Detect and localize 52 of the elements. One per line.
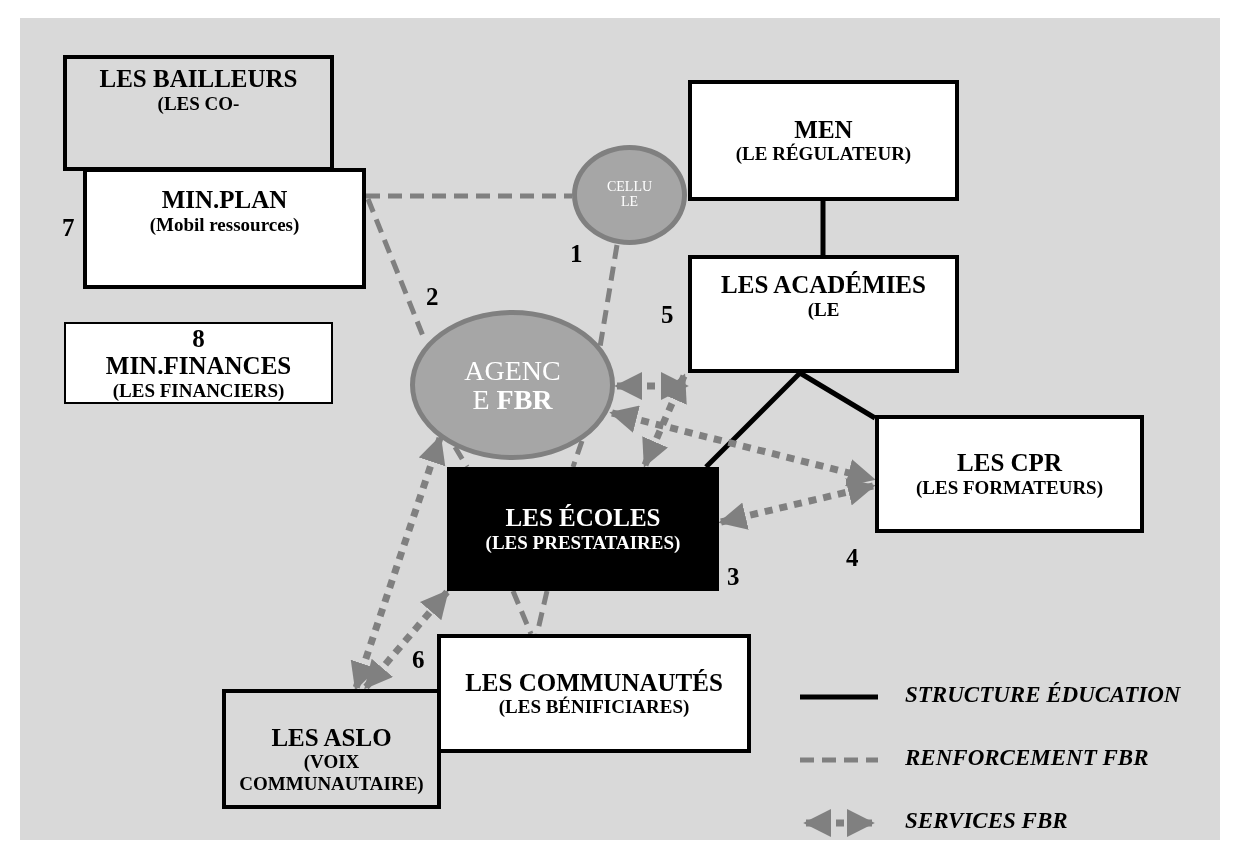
double-arrow — [718, 478, 876, 530]
connector-line — [366, 193, 572, 199]
school-box — [447, 467, 719, 591]
node-title: MEN — [794, 115, 853, 143]
regulator-box — [688, 80, 959, 201]
legend-label: SERVICES FBR — [905, 808, 1068, 834]
node-title: LES COMMUNAUTÉS — [465, 668, 723, 696]
node-title: 8 — [192, 324, 205, 353]
double-arrow — [641, 373, 688, 468]
callout-number: 6 — [412, 646, 425, 674]
callout-number: 7 — [62, 214, 75, 242]
double-arrow — [614, 372, 689, 400]
node-subtitle: (LES CO- — [157, 92, 240, 115]
funder-box — [63, 55, 334, 171]
node-subtitle: (VOIX COMMUNAUTAIRE) — [238, 751, 425, 795]
training-center-box — [875, 415, 1144, 533]
ministry-box — [64, 322, 333, 404]
node-title: AGENC E FBR — [463, 355, 562, 415]
node-title: LES CPR — [957, 449, 1062, 477]
callout-number: 2 — [426, 283, 439, 311]
callout-number: 4 — [846, 544, 859, 572]
callout-number: 5 — [661, 301, 674, 329]
node-title: MIN.PLAN — [161, 186, 288, 214]
node-subtitle: (Mobil ressources) — [149, 213, 300, 236]
connector-line — [820, 201, 826, 255]
connector-line — [570, 440, 585, 468]
association-box — [222, 689, 441, 809]
connector-line — [597, 244, 620, 348]
node-title: LES ASLO — [271, 723, 392, 752]
node-subtitle: (LES PRESTATAIRES) — [485, 531, 681, 554]
double-arrow — [363, 589, 450, 690]
node-subtitle: MIN.FINANCES — [105, 352, 292, 380]
callout-number: 1 — [570, 240, 583, 268]
legend-label: STRUCTURE ÉDUCATION — [905, 682, 1181, 708]
node-subtitle: (LES BÉNIFICIARES) — [498, 696, 690, 719]
academy-box — [688, 255, 959, 373]
node-subtitle: (LES FINANCIERS) — [112, 379, 285, 402]
node-title: LES ÉCOLES — [505, 504, 661, 532]
node-subtitle: (LES FORMATEURS) — [916, 476, 1103, 499]
connector-line — [510, 590, 534, 635]
ministry-box — [83, 168, 366, 289]
node-title: LES ACADÉMIES — [721, 271, 926, 299]
callout-number: 3 — [727, 563, 740, 591]
node-title: CELLU LE — [605, 180, 654, 210]
connector-line — [704, 371, 802, 469]
double-arrow — [609, 405, 876, 487]
connector-line — [534, 590, 550, 635]
node-subtitle: (LE — [807, 298, 840, 321]
node-title: LES BAILLEURS — [99, 65, 298, 93]
node-subtitle: (LE RÉGULATEUR) — [735, 143, 912, 166]
legend-label: RENFORCEMENT FBR — [905, 745, 1149, 771]
community-box — [437, 634, 751, 753]
